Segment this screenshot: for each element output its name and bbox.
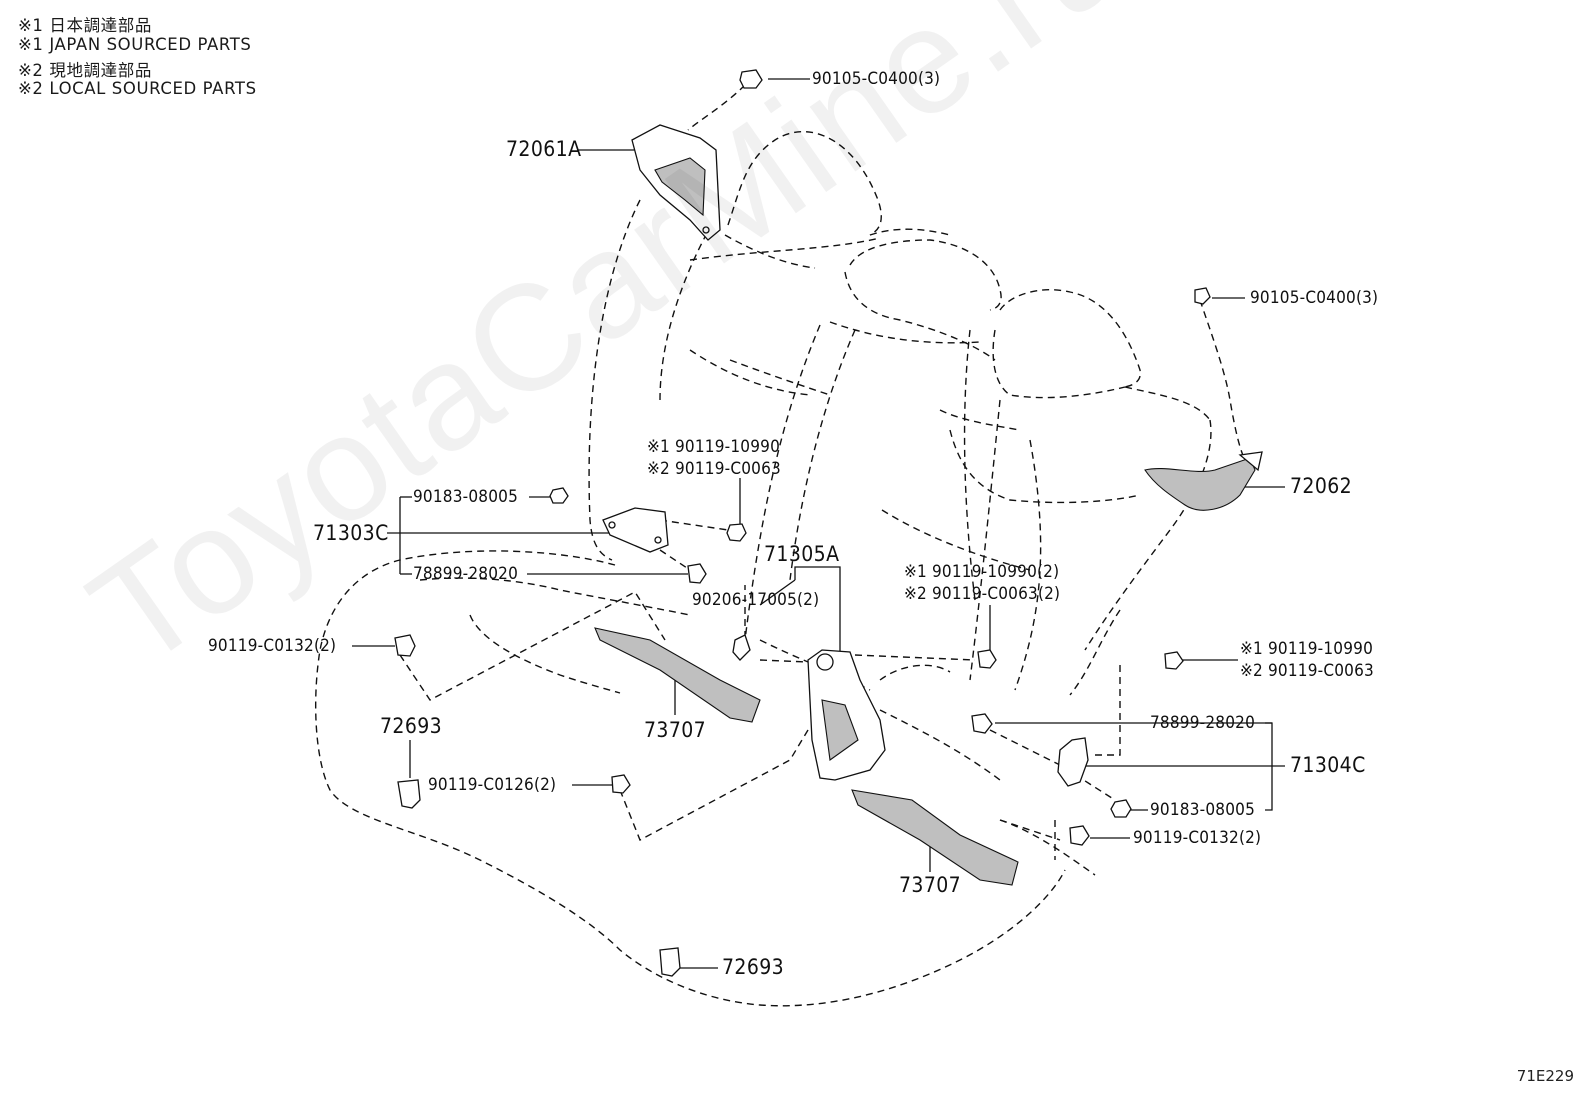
bracket-71305a <box>807 649 886 781</box>
bolt-90119-c0132-right <box>1069 825 1090 846</box>
seat-cushion-outline <box>315 84 1246 1007</box>
label-bolt-right-bottom[interactable]: 90119-C0132(2) <box>1133 828 1262 848</box>
pin-72693-bottom <box>659 947 681 977</box>
bolt-90119-c0126 <box>611 774 631 794</box>
label-bolt-right[interactable]: 90105-C0400(3) <box>1250 288 1379 308</box>
label-bolt-center-2[interactable]: ※2 90119-C0063 <box>647 459 781 479</box>
label-hinge-left[interactable]: 72061A <box>506 137 582 161</box>
diagram-code: 71E229 <box>1516 1067 1574 1085</box>
clip-90206 <box>732 634 751 661</box>
pin-72693-left <box>397 779 421 809</box>
label-nut-right-lower[interactable]: 90183-08005 <box>1150 800 1256 820</box>
label-hinge-right[interactable]: 72062 <box>1290 474 1353 498</box>
label-cover-left[interactable]: 73707 <box>644 718 707 742</box>
label-bracket-left[interactable]: 71303C <box>313 521 389 545</box>
nut-90183-left <box>549 487 569 504</box>
bolt-right-90119 <box>1164 651 1184 670</box>
cover-73707-right <box>851 789 1019 886</box>
hinge-72061a <box>631 124 721 241</box>
bolt-top-90105 <box>739 69 763 89</box>
label-bolt-center-1[interactable]: ※1 90119-10990 <box>647 437 781 457</box>
bolt-right-90105 <box>1194 287 1211 305</box>
label-pin-bottom[interactable]: 72693 <box>722 955 785 979</box>
hinge-72062 <box>1144 451 1263 511</box>
label-bolt-right-2[interactable]: ※2 90119-C0063 <box>1240 661 1374 681</box>
label-bolt-left-lower[interactable]: 78899-28020 <box>413 564 519 584</box>
label-cover-right[interactable]: 73707 <box>899 873 962 897</box>
bolt-78899-left <box>687 563 707 584</box>
label-pin-left[interactable]: 72693 <box>380 714 443 738</box>
bolt-mid-90119 <box>977 649 997 669</box>
label-bolt-top[interactable]: 90105-C0400(3) <box>812 69 941 89</box>
bracket-71303c <box>602 507 669 553</box>
label-bracket-right[interactable]: 71304C <box>1290 753 1366 777</box>
note-local-sourced-en: ※2 LOCAL SOURCED PARTS <box>18 79 257 98</box>
note-japan-sourced-en: ※1 JAPAN SOURCED PARTS <box>18 35 252 54</box>
bolt-center-90119 <box>726 523 747 542</box>
label-bolt-mid-2[interactable]: ※2 90119-C0063(2) <box>904 584 1061 604</box>
label-bolt-right-1[interactable]: ※1 90119-10990 <box>1240 639 1374 659</box>
bolt-78899-right <box>971 713 993 734</box>
bracket-71304c <box>1057 737 1089 787</box>
note-local-sourced-ja: ※2 現地調達部品 <box>18 61 152 80</box>
cover-73707-left <box>594 627 761 723</box>
note-japan-sourced-ja: ※1 日本調達部品 <box>18 16 152 35</box>
label-clip-center[interactable]: 90206-17005(2) <box>692 590 820 610</box>
seat-back-outline <box>588 131 1212 696</box>
label-bolt-left-bottom[interactable]: 90119-C0126(2) <box>428 775 557 795</box>
label-nut-left-upper[interactable]: 90183-08005 <box>413 487 519 507</box>
nut-90183-right <box>1110 799 1132 818</box>
bolt-left-90119-c0132 <box>394 634 416 657</box>
label-bracket-center[interactable]: 71305A <box>764 542 840 566</box>
label-bolt-left-side[interactable]: 90119-C0132(2) <box>208 636 337 656</box>
label-bolt-right-lower[interactable]: 78899-28020 <box>1150 713 1256 733</box>
label-bolt-mid-1[interactable]: ※1 90119-10990(2) <box>904 562 1060 582</box>
